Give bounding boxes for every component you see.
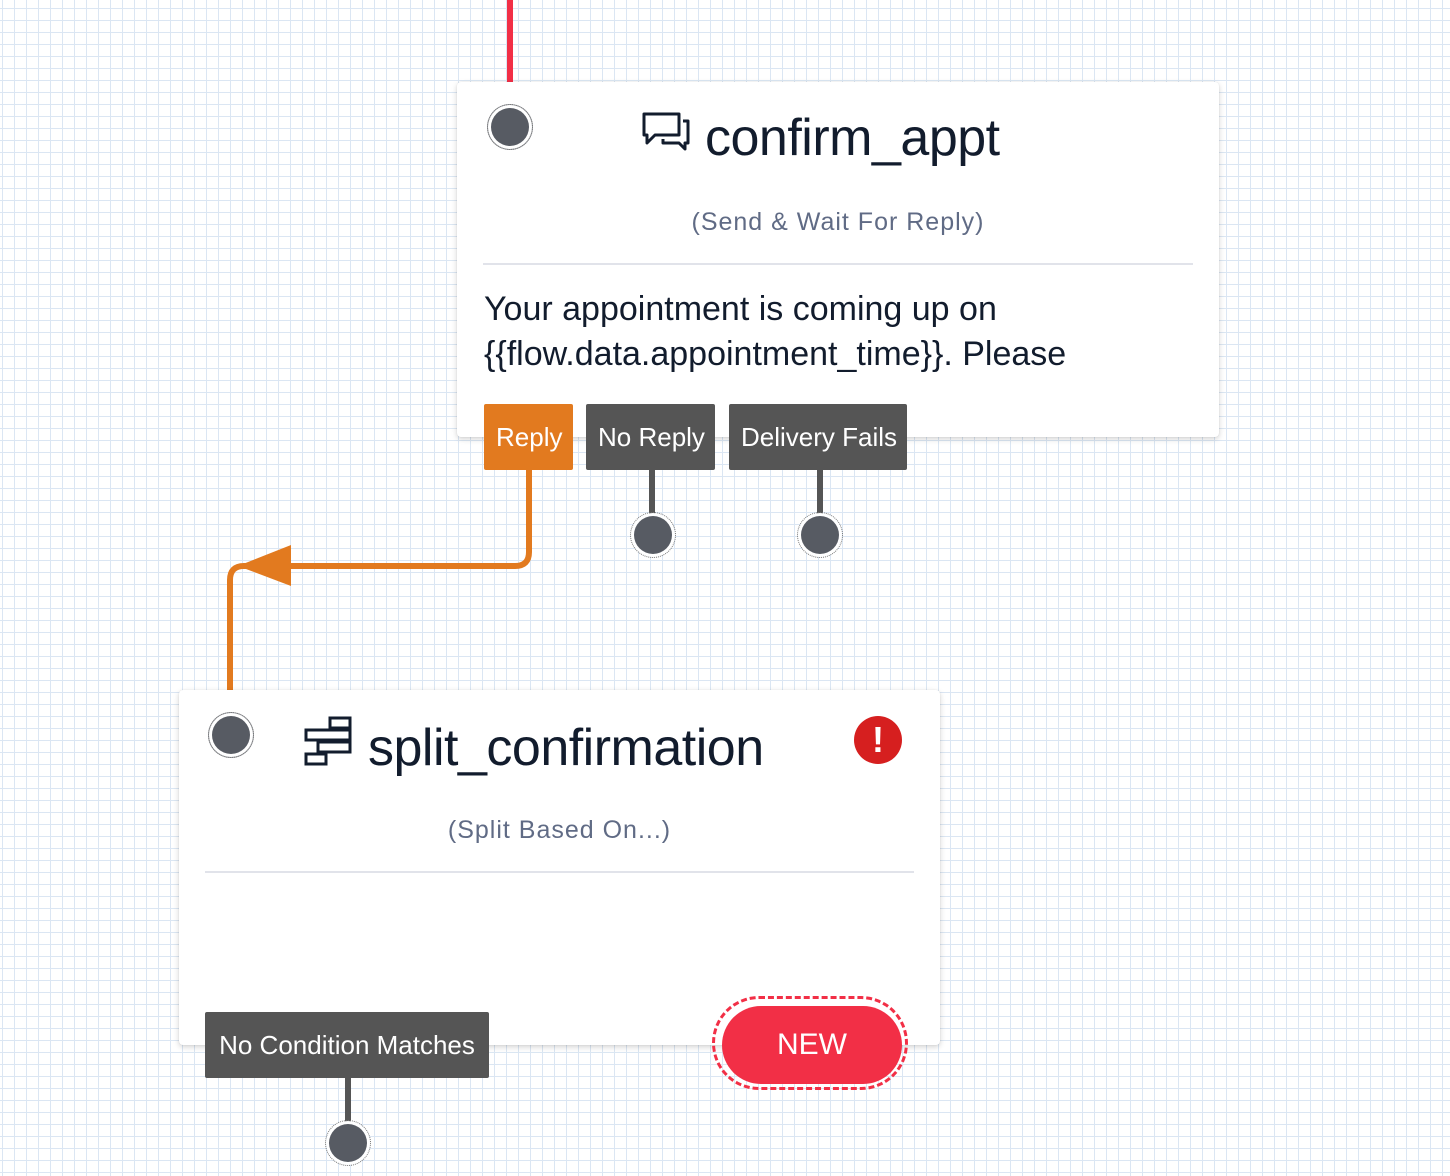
split-confirmation-input-port[interactable] (208, 712, 254, 758)
delivery-fails-output-port[interactable] (797, 512, 843, 558)
message-line: Your appointment is coming up on (484, 290, 997, 328)
widget-split-confirmation[interactable]: split_confirmation (Split Based On...) (179, 690, 940, 1045)
no-condition-output-port[interactable] (325, 1120, 371, 1166)
no-condition-stem (345, 1078, 351, 1128)
transition-delivery-fails[interactable]: Delivery Fails (729, 404, 907, 470)
split-icon (304, 716, 354, 781)
widget-subtitle: (Send & Wait For Reply) (691, 208, 985, 236)
transition-no-condition-matches[interactable]: No Condition Matches (205, 1012, 489, 1078)
reply-wire[interactable] (227, 470, 532, 690)
chat-bubbles-icon (641, 108, 691, 168)
widget-subtitle: (Split Based On...) (447, 816, 672, 844)
new-transition-button[interactable]: NEW (722, 1006, 902, 1084)
reply-wire-arrowhead (238, 545, 291, 586)
transition-reply[interactable]: Reply (484, 404, 573, 470)
warning-icon[interactable]: ! (854, 716, 902, 764)
widget-title-text: split_confirmation (368, 719, 764, 777)
widget-title-text: confirm_appt (705, 109, 1000, 167)
widget-divider (205, 871, 914, 873)
transition-no-reply[interactable]: No Reply (586, 404, 715, 470)
no-reply-stem (649, 470, 655, 520)
widget-confirm-appt[interactable]: confirm_appt (Send & Wait For Reply) You… (457, 82, 1219, 437)
message-line: {{flow.data.appointment_time}}. Please (484, 335, 1067, 373)
no-reply-output-port[interactable] (630, 512, 676, 558)
new-button-focus-ring (712, 996, 908, 1090)
widget-title: split_confirmation (304, 716, 764, 781)
widget-divider (483, 263, 1193, 265)
widget-message-preview: Your appointment is coming up on {{flow.… (484, 287, 1066, 377)
widget-title: confirm_appt (641, 108, 1000, 168)
confirm-appt-input-port[interactable] (487, 104, 533, 150)
delivery-fails-stem (817, 470, 823, 520)
